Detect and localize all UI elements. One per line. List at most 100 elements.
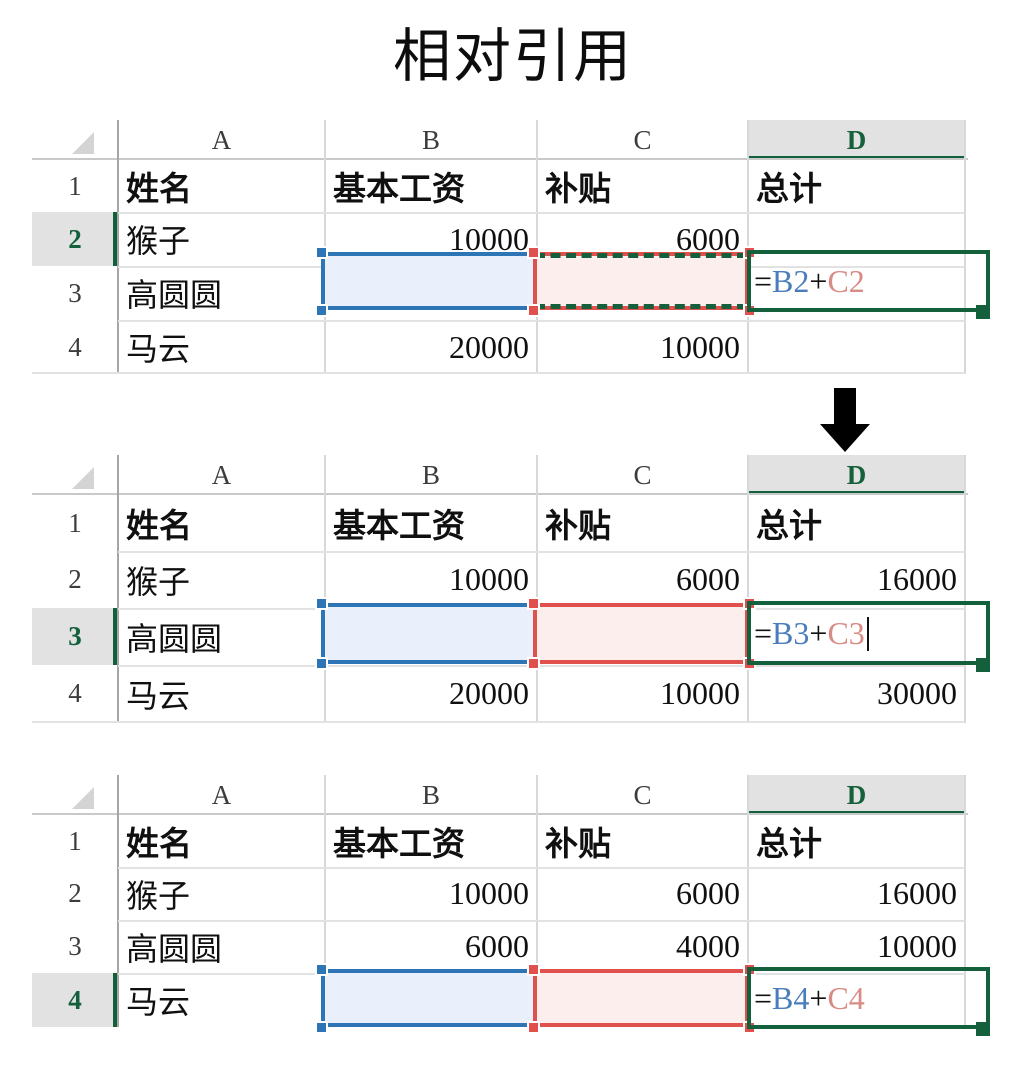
column-header-a[interactable]: A: [211, 125, 232, 155]
cell-c1[interactable]: 补贴: [545, 509, 611, 545]
cell-a3[interactable]: 高圆圆: [126, 620, 223, 657]
cell-c2[interactable]: 6000: [676, 220, 740, 257]
cell-a4[interactable]: 马云: [126, 677, 191, 714]
ref-handle[interactable]: [315, 246, 328, 259]
table-row: 2 猴子 10000 6000 16000: [32, 867, 968, 920]
cell-b4[interactable]: 20000: [449, 675, 529, 711]
cell-a1[interactable]: 姓名: [126, 509, 192, 545]
ref-handle[interactable]: [315, 1021, 328, 1034]
formula-ref-b: B2: [772, 262, 810, 299]
cell-d2[interactable]: 16000: [877, 561, 957, 597]
header-baseline: [32, 158, 968, 160]
table-row: 1 姓名 基本工资 补贴 总计: [32, 160, 968, 212]
cell-c3[interactable]: 4000: [676, 274, 740, 311]
formula-d3: =B3+C3: [754, 603, 869, 664]
column-header-row: A B C D: [32, 120, 968, 160]
ref-handle[interactable]: [527, 963, 540, 976]
grid-vline: [747, 455, 749, 723]
ref-handle[interactable]: [527, 1021, 540, 1034]
column-header-a[interactable]: A: [211, 780, 232, 810]
column-header-c[interactable]: C: [633, 125, 652, 155]
row-header-2[interactable]: 2: [32, 212, 118, 266]
cell-a1[interactable]: 姓名: [126, 172, 192, 208]
ref-handle[interactable]: [527, 597, 540, 610]
cell-b2[interactable]: 10000: [449, 220, 529, 257]
cell-b3[interactable]: 6000: [465, 618, 529, 654]
corner-triangle-icon: [72, 787, 94, 809]
cell-b2[interactable]: 10000: [449, 561, 529, 597]
row-header-4[interactable]: 4: [32, 973, 118, 1027]
cell-c3[interactable]: 4000: [676, 618, 740, 654]
cell-d3[interactable]: 10000: [877, 928, 957, 964]
column-header-d[interactable]: D: [748, 775, 965, 815]
row-header-3[interactable]: 3: [68, 931, 82, 961]
cell-c3[interactable]: 4000: [676, 928, 740, 964]
cell-b2[interactable]: 10000: [449, 875, 529, 911]
header-baseline: [32, 493, 968, 495]
cell-d1[interactable]: 总计: [756, 827, 822, 863]
row-header-1[interactable]: 1: [68, 507, 82, 538]
column-header-d[interactable]: D: [748, 120, 965, 160]
cell-c4[interactable]: 10000: [660, 981, 740, 1018]
column-header-a[interactable]: A: [211, 460, 232, 490]
fill-handle[interactable]: [976, 658, 990, 672]
cell-d4[interactable]: 30000: [877, 675, 957, 711]
ref-handle[interactable]: [527, 304, 540, 317]
row-header-4[interactable]: 4: [68, 331, 82, 362]
column-header-b[interactable]: B: [421, 780, 440, 810]
grid-vline: [117, 775, 119, 1027]
cell-c4[interactable]: 10000: [660, 675, 740, 711]
formula-ref-c: C2: [827, 262, 865, 299]
cell-c2[interactable]: 6000: [676, 561, 740, 597]
select-all-corner[interactable]: [32, 455, 118, 495]
cell-d1[interactable]: 总计: [756, 509, 822, 545]
cell-a4[interactable]: 马云: [126, 984, 191, 1020]
row-header-1[interactable]: 1: [68, 825, 82, 856]
cell-b1[interactable]: 基本工资: [333, 172, 465, 208]
column-header-c[interactable]: C: [633, 460, 652, 490]
column-header-b[interactable]: B: [421, 460, 440, 490]
cell-a2[interactable]: 猴子: [126, 223, 191, 259]
cell-b1[interactable]: 基本工资: [333, 827, 465, 863]
cell-b4[interactable]: 20000: [449, 981, 529, 1018]
row-header-1[interactable]: 1: [68, 170, 82, 201]
row-header-4[interactable]: 4: [68, 678, 82, 708]
ref-handle[interactable]: [315, 657, 328, 670]
column-header-b[interactable]: B: [421, 125, 440, 155]
row-header-2[interactable]: 2: [68, 878, 82, 908]
cell-c1[interactable]: 补贴: [545, 172, 611, 208]
cell-b3[interactable]: 6000: [465, 928, 529, 964]
cell-a2[interactable]: 猴子: [126, 877, 191, 914]
cell-b4[interactable]: 20000: [449, 328, 529, 365]
cell-b3[interactable]: 6000: [465, 274, 529, 311]
ref-handle[interactable]: [315, 597, 328, 610]
select-all-corner[interactable]: [32, 120, 118, 160]
cell-c1[interactable]: 补贴: [545, 827, 611, 863]
ref-handle[interactable]: [315, 304, 328, 317]
cell-a1[interactable]: 姓名: [126, 827, 192, 863]
cell-a2[interactable]: 猴子: [126, 563, 191, 600]
ref-handle[interactable]: [527, 246, 540, 259]
header-baseline: [32, 813, 968, 815]
cell-a4[interactable]: 马云: [126, 331, 191, 367]
cell-d2[interactable]: 16000: [877, 875, 957, 911]
row-header-3[interactable]: 3: [68, 277, 82, 308]
formula-d4: =B4+C4: [754, 969, 865, 1027]
cell-d4[interactable]: [748, 320, 965, 374]
fill-handle[interactable]: [976, 1022, 990, 1036]
cell-a3[interactable]: 高圆圆: [126, 930, 223, 967]
cell-d1[interactable]: 总计: [756, 172, 822, 208]
cell-a3[interactable]: 高圆圆: [126, 277, 223, 313]
fill-handle[interactable]: [976, 305, 990, 319]
ref-handle[interactable]: [315, 963, 328, 976]
column-header-c[interactable]: C: [633, 780, 652, 810]
cell-c4[interactable]: 10000: [660, 328, 740, 365]
column-header-d[interactable]: D: [748, 455, 965, 495]
grid-vline: [117, 455, 119, 723]
ref-handle[interactable]: [527, 657, 540, 670]
cell-b1[interactable]: 基本工资: [333, 509, 465, 545]
cell-c2[interactable]: 6000: [676, 875, 740, 911]
row-header-2[interactable]: 2: [68, 564, 82, 594]
row-header-3[interactable]: 3: [32, 608, 118, 665]
select-all-corner[interactable]: [32, 775, 118, 815]
